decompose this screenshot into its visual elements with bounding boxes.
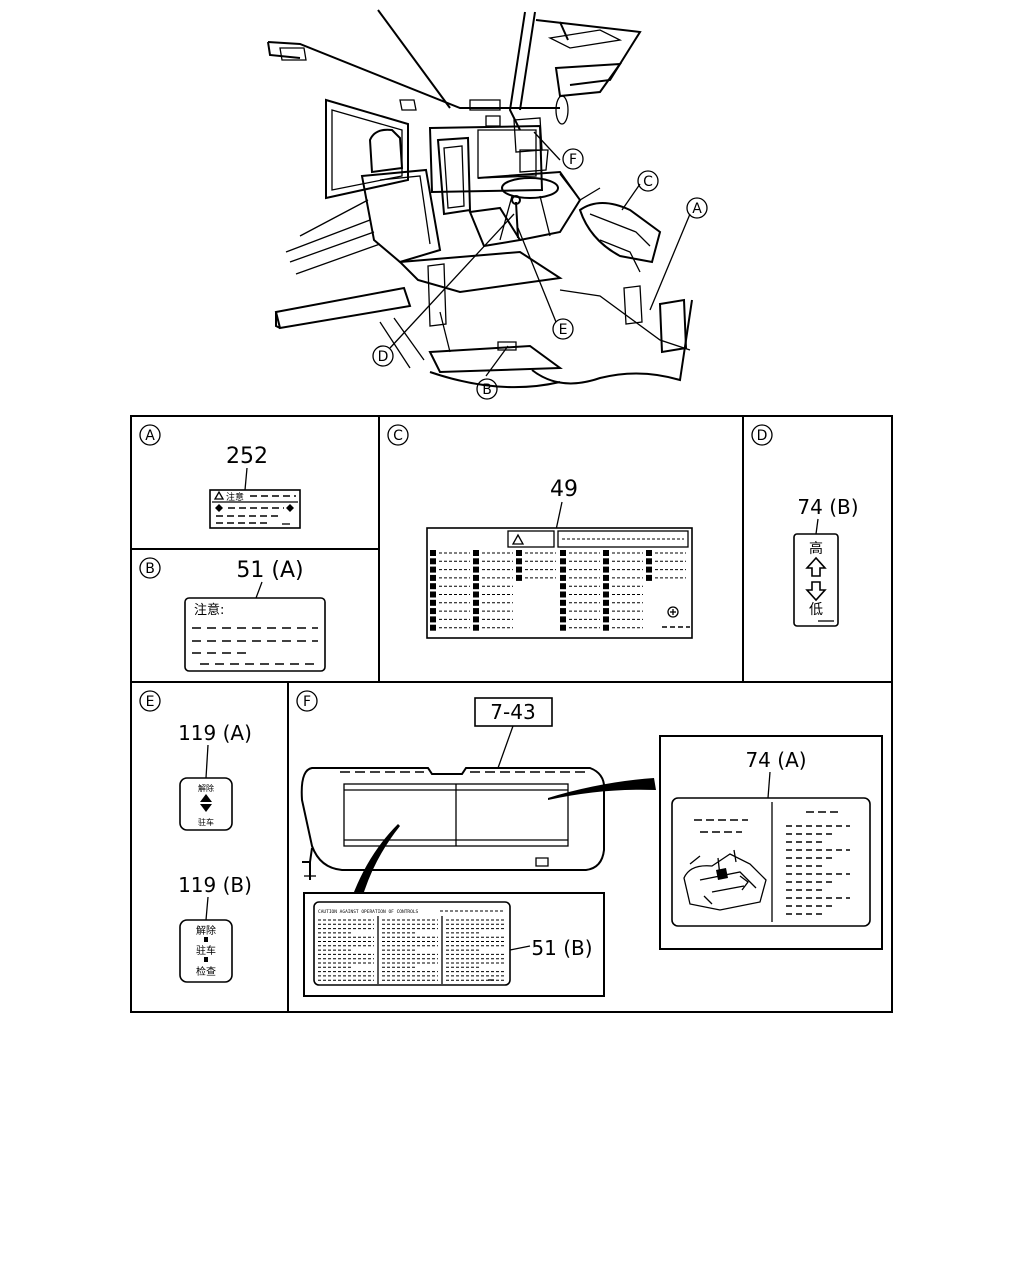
part-number-a: 119 (A) xyxy=(178,721,252,745)
svg-text:驻车: 驻车 xyxy=(196,944,216,957)
svg-text:CAUTION AGAINST OPERATION OF C: CAUTION AGAINST OPERATION OF CONTROLS xyxy=(318,909,419,915)
panel-letter: F xyxy=(303,694,311,710)
panel-D: D 74 (B) 高 低 xyxy=(751,424,859,627)
panel-letter: D xyxy=(757,428,768,444)
label-74a-graphic xyxy=(671,797,871,927)
panel-letter: B xyxy=(145,561,155,577)
svg-text:E: E xyxy=(559,322,568,338)
panel-B: B 51 (A) 注意: xyxy=(139,557,326,672)
part-number: 49 xyxy=(550,477,578,502)
svg-text:注意:: 注意: xyxy=(194,602,224,618)
svg-text:检查: 检查 xyxy=(196,965,216,978)
inset-51b-frame xyxy=(303,892,605,997)
low-char: 低 xyxy=(809,602,823,618)
cab-interior-illustration xyxy=(267,9,693,389)
high-char: 高 xyxy=(809,540,823,557)
svg-text:A: A xyxy=(692,201,702,217)
panel-letter: E xyxy=(146,694,155,710)
svg-text:B: B xyxy=(482,382,492,398)
svg-text:驻车: 驻车 xyxy=(198,817,214,827)
label-119b-graphic xyxy=(179,919,233,983)
part-number-b: 119 (B) xyxy=(178,873,252,897)
callout-E: E xyxy=(552,318,574,340)
callout-C: C xyxy=(637,170,659,192)
label-51a-graphic xyxy=(184,597,326,672)
part-number: 51 (B) xyxy=(531,936,592,960)
panel-A: A 252 注意 xyxy=(139,424,301,529)
sun-visor xyxy=(300,767,606,871)
panel-F: F 7-43 74 (A) xyxy=(296,690,883,997)
callout-A: A xyxy=(686,197,708,219)
svg-text:解除: 解除 xyxy=(198,783,214,793)
svg-text:F: F xyxy=(569,152,577,168)
callout-F: F xyxy=(562,148,584,170)
callout-B: B xyxy=(476,378,498,400)
svg-text:注意: 注意 xyxy=(226,491,244,503)
panel-letter: C xyxy=(393,428,403,444)
sunvisor-part-box xyxy=(474,697,553,727)
inset-74a-frame xyxy=(659,735,883,950)
svg-text:解除: 解除 xyxy=(196,924,216,937)
part-number: 252 xyxy=(226,444,268,469)
panel-C: C 49 xyxy=(387,424,693,639)
svg-text:C: C xyxy=(643,174,653,190)
part-number: 7-43 xyxy=(490,700,535,724)
part-number: 74 (B) xyxy=(797,495,858,519)
callout-D: D xyxy=(372,345,394,367)
label-49-graphic xyxy=(426,527,693,639)
part-number: 51 (A) xyxy=(236,558,303,583)
panel-grid-frame xyxy=(130,415,893,1013)
svg-text:D: D xyxy=(378,349,389,365)
panel-letter: A xyxy=(145,428,155,444)
label-74b-graphic xyxy=(793,533,839,627)
panel-E: E 119 (A) 解除 驻车 119 (B) 解除 驻车 检查 xyxy=(139,690,252,983)
part-number: 74 (A) xyxy=(745,748,806,772)
label-51b-graphic xyxy=(313,901,511,986)
